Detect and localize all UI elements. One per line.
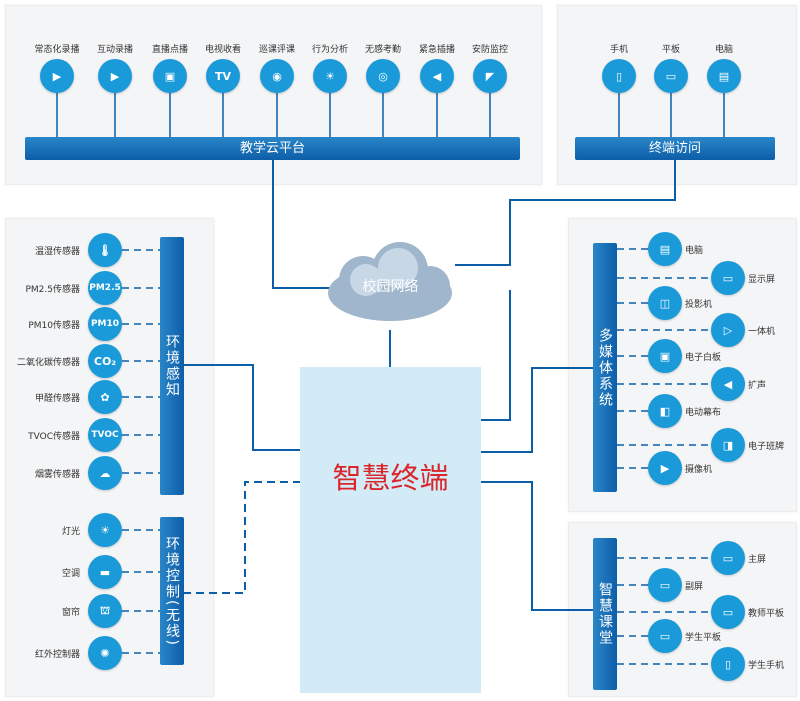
item-label: 学生平板 [685,633,722,643]
item-label: 无感考勤 [364,45,402,55]
lightbulb-icon[interactable]: ☀ [313,59,347,93]
computer-icon[interactable]: ▤ [707,59,741,93]
campus-network-cloud[interactable]: 校园网络 [318,238,463,333]
video-camera-icon[interactable]: ▶ [98,59,132,93]
teaching-cloud-bar[interactable]: 教学云平台 [25,137,520,160]
item-label: 摄像机 [685,465,713,475]
item-label: 互动录播 [96,45,134,55]
item-label: 平板 [661,45,681,55]
item-label: 二氧化碳传感器 [16,358,80,368]
item-label: 直播点播 [151,45,189,55]
tablet-icon[interactable]: ▭ [648,619,682,653]
env-control-bar[interactable]: 环境控制(无线) [160,517,184,665]
item-label: 电脑 [714,45,734,55]
multimedia-bar[interactable]: 多媒体系统 [593,243,617,492]
item-label: PM2.5传感器 [25,285,80,295]
megaphone-icon[interactable]: ◀ [711,367,745,401]
infrared-icon[interactable]: ✺ [88,636,122,670]
whiteboard-icon[interactable]: ▣ [648,339,682,373]
lightbulb-icon[interactable]: ☀ [88,513,122,547]
monitor-icon[interactable]: ▭ [648,568,682,602]
pm25-icon[interactable]: PM2.5 [88,271,122,305]
item-label: TVOC传感器 [28,432,80,442]
fingerprint-icon[interactable]: ◎ [366,59,400,93]
item-label: 主屏 [748,555,767,565]
picture-icon[interactable]: ▣ [153,59,187,93]
smoke-icon[interactable]: ☁ [88,456,122,490]
item-label: 手机 [609,45,629,55]
item-label: 电视收看 [204,45,242,55]
item-label: 电动幕布 [685,408,722,418]
item-label: 副屏 [685,582,704,592]
item-label: 紧急插播 [418,45,456,55]
air-conditioner-icon[interactable]: ▬ [88,555,122,589]
item-label: 电脑 [685,246,704,256]
smart-classroom-bar[interactable]: 智慧课堂 [593,538,617,690]
item-label: 一体机 [748,327,776,337]
item-label: 烟雾传感器 [34,470,80,480]
tablet-icon[interactable]: ▭ [711,595,745,629]
item-label: 甲醛传感器 [34,394,80,404]
megaphone-icon[interactable]: ◀ [420,59,454,93]
co2-icon[interactable]: CO₂ [88,344,122,378]
item-label: 投影机 [685,300,713,310]
eye-icon[interactable]: ◉ [260,59,294,93]
monitor-icon[interactable]: ▭ [711,541,745,575]
screen-icon[interactable]: ◧ [648,394,682,428]
video-camera-icon[interactable]: ▶ [648,451,682,485]
pm10-icon[interactable]: PM10 [88,307,122,341]
thermometer-icon[interactable]: 🌡 [88,233,122,267]
env-sensing-bar[interactable]: 环境感知 [160,237,184,495]
item-label: 电子白板 [685,353,722,363]
item-label: 空调 [61,569,80,579]
item-label: 灯光 [61,527,80,537]
terminal-access-bar[interactable]: 终端访问 [575,137,775,160]
item-label: PM10传感器 [28,321,80,331]
item-label: 窗帘 [61,608,80,618]
campus-network-label: 校园网络 [362,279,419,295]
cctv-camera-icon[interactable]: ◤ [473,59,507,93]
item-label: 扩声 [748,381,767,391]
phone-icon[interactable]: ▯ [711,647,745,681]
smart-terminal-box[interactable]: 智慧终端 [300,367,481,693]
item-label: 红外控制器 [34,650,80,660]
item-label: 学生手机 [748,661,785,671]
item-label: 显示屏 [748,275,776,285]
item-label: 电子班牌 [748,442,785,452]
phone-icon[interactable]: ▯ [602,59,636,93]
tablet-icon[interactable]: ▭ [654,59,688,93]
curtain-icon[interactable]: ⛫ [88,594,122,628]
item-label: 行为分析 [311,45,349,55]
video-camera-icon[interactable]: ▶ [40,59,74,93]
all-in-one-icon[interactable]: ▷ [711,313,745,347]
formaldehyde-icon[interactable]: ✿ [88,380,122,414]
cloud-icon [328,242,452,321]
tv-icon[interactable]: TV [206,59,240,93]
tvoc-icon[interactable]: TVOC [88,418,122,452]
monitor-icon[interactable]: ▭ [711,261,745,295]
smart-terminal-label: 智慧终端 [332,461,449,495]
class-board-icon[interactable]: ◨ [711,428,745,462]
computer-icon[interactable]: ▤ [648,232,682,266]
item-label: 教师平板 [748,609,785,619]
item-label: 巡课评课 [258,45,296,55]
item-label: 常态化录播 [34,45,80,55]
projector-icon[interactable]: ◫ [648,286,682,320]
item-label: 安防监控 [471,45,509,55]
item-label: 温湿传感器 [34,247,80,257]
